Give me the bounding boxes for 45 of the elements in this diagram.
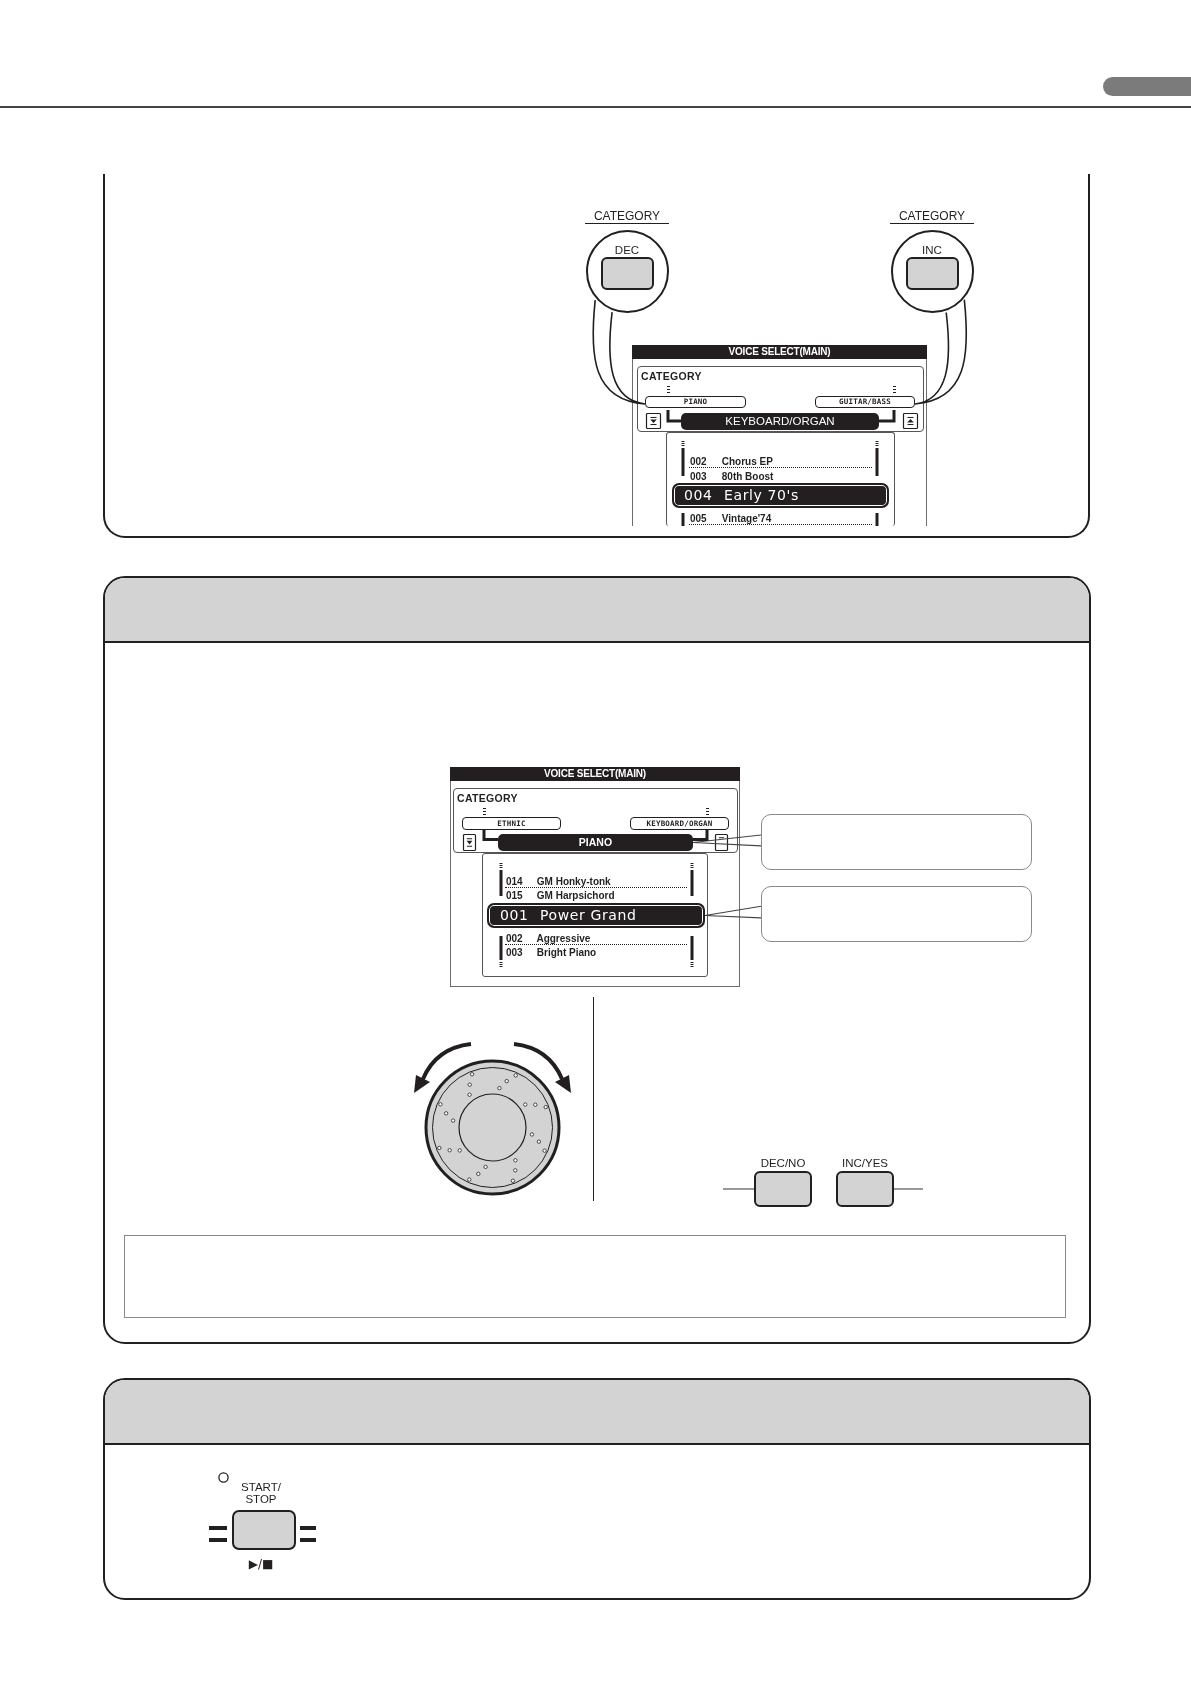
voice-list-item: 002 Aggressive: [505, 933, 687, 945]
selected-voice-row: 004 Early 70's: [672, 483, 889, 508]
selected-category-bar: KEYBOARD/ORGAN: [681, 413, 879, 430]
voice-list-item: 015 GM Harpsichord: [505, 890, 616, 901]
voice-list: [666, 432, 895, 526]
bracket-line: [693, 830, 709, 842]
voice-list: [482, 853, 708, 977]
leader-line: [893, 1188, 924, 1190]
selected-voice-row: 001 Power Grand: [487, 903, 705, 928]
button-label: DEC: [613, 244, 641, 256]
callout-tail: [592, 299, 646, 405]
category-heading: CATEGORY: [457, 792, 519, 804]
note-box: [124, 1235, 1066, 1318]
instruction-panel: [103, 1378, 1091, 1600]
voice-list-item: 002 Chorus EP: [689, 456, 872, 468]
category-heading: CATEGORY: [641, 370, 703, 382]
panel-label: CATEGORY: [585, 210, 669, 224]
voice-list-item: 003 Bright Piano: [505, 947, 598, 958]
symbol-label: ▶/■: [247, 1557, 275, 1572]
bracket-line: [482, 830, 498, 842]
panel-label: CATEGORY: [890, 210, 974, 224]
callout-tail: [914, 298, 968, 405]
bracket-line: [879, 410, 896, 423]
button-label: INC: [921, 244, 943, 256]
callout-pointer: [692, 834, 762, 847]
bracket-line: [666, 410, 681, 423]
selected-category-bar: PIANO: [498, 834, 693, 851]
lcd-screen: [450, 767, 740, 987]
callout-box: [761, 886, 1032, 942]
button-label: DEC/NO: [759, 1157, 807, 1170]
screen-title: VOICE SELECT(MAIN): [632, 345, 927, 359]
instruction-panel: [103, 174, 1090, 538]
voice-list-item: 005 Vintage'74: [689, 513, 872, 525]
category-frame: [637, 366, 924, 432]
callout-box: [761, 814, 1032, 870]
voice-list-item: 003 80th Boost: [689, 471, 775, 482]
button-label: START/ STOP: [240, 1481, 282, 1506]
instruction-panel: [103, 576, 1091, 1344]
screen-title: VOICE SELECT(MAIN): [450, 767, 740, 781]
button-label: INC/YES: [841, 1157, 889, 1170]
callout-pointer: [704, 905, 762, 919]
category-frame: [453, 788, 738, 853]
voice-list-item: 014 GM Honky-tonk: [505, 876, 687, 888]
leader-line: [722, 1188, 755, 1190]
lcd-screen: [632, 345, 927, 526]
